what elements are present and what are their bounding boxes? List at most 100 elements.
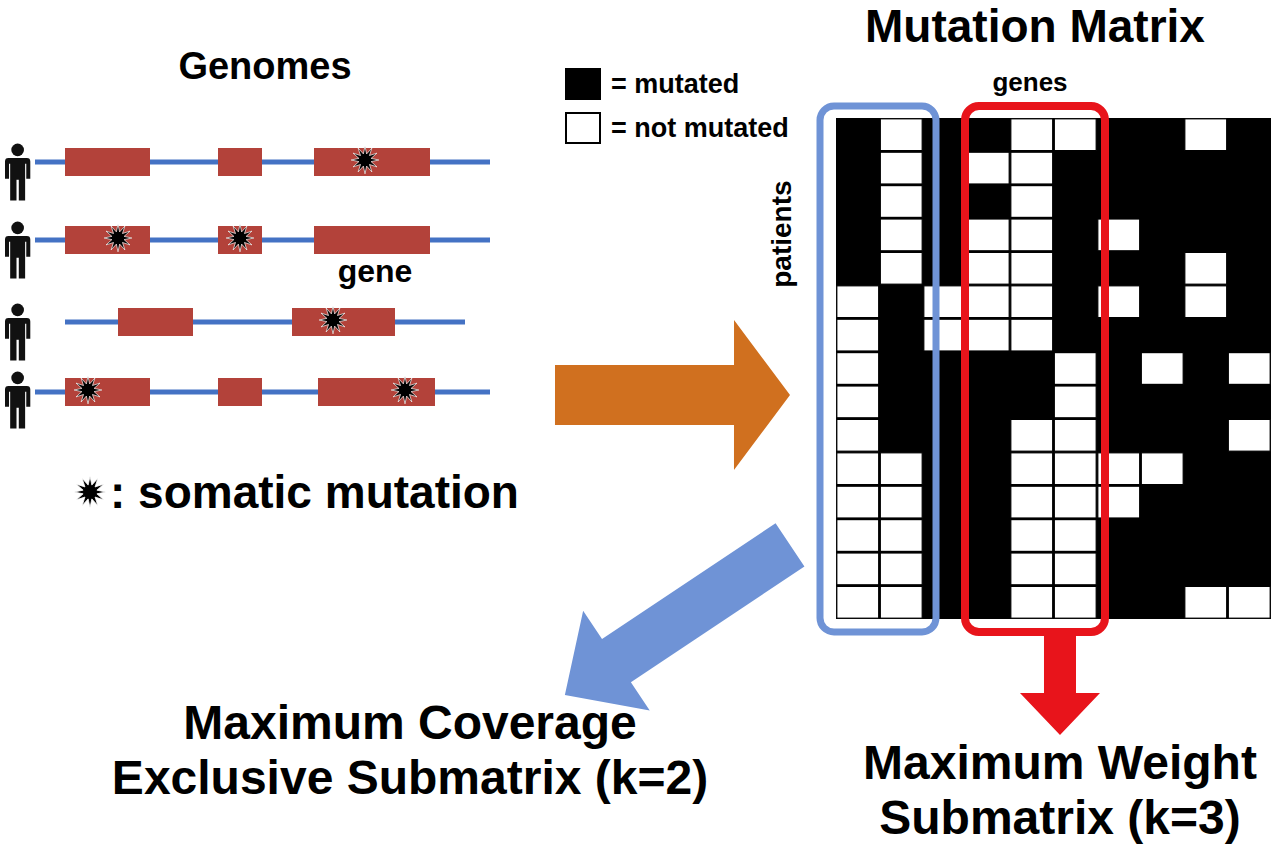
person-icon	[5, 304, 30, 361]
genomes-panel: Genomes	[0, 45, 555, 525]
block-arrow	[555, 320, 790, 470]
result-text: Maximum Coverage Exclusive Submatrix (k=…	[90, 695, 730, 805]
gene-box	[318, 378, 435, 406]
block-arrow	[1020, 632, 1100, 735]
matrix-cell	[967, 319, 1009, 351]
mutation-star	[74, 476, 105, 507]
matrix-cell	[1228, 586, 1270, 618]
matrix-cell	[1011, 119, 1053, 151]
matrix-cell	[837, 386, 879, 418]
gene-box	[292, 308, 395, 336]
matrix-cell	[924, 319, 966, 351]
legend-swatch	[565, 112, 601, 144]
matrix-cell	[880, 119, 922, 151]
matrix-cell	[1054, 353, 1096, 385]
panel-heading: Genomes	[0, 45, 530, 89]
matrix-cell	[1185, 119, 1227, 151]
gene-box	[65, 226, 150, 254]
mutation-star	[104, 224, 132, 252]
gene-box	[218, 378, 262, 406]
matrix-cell	[837, 353, 879, 385]
matrix-cell	[1011, 453, 1053, 485]
legend-item: = mutated	[565, 66, 739, 102]
legend-item: : somatic mutation	[70, 462, 519, 522]
matrix-cell	[880, 453, 922, 485]
matrix-cell	[967, 252, 1009, 284]
result-box: Maximum Coverage Exclusive Submatrix (k=…	[90, 695, 730, 810]
gene-box	[314, 226, 430, 254]
matrix-cell	[1011, 252, 1053, 284]
mutation-star	[74, 376, 102, 404]
matrix-cell	[837, 553, 879, 585]
result-box: Maximum Weight Submatrix (k=3)	[840, 735, 1280, 850]
mutation-matrix	[836, 118, 1271, 619]
matrix-cell	[1054, 586, 1096, 618]
matrix-cell	[880, 219, 922, 251]
gene-label: gene	[310, 253, 440, 290]
matrix-cell	[1011, 486, 1053, 518]
matrix-background	[836, 118, 1271, 619]
matrix-cell	[880, 252, 922, 284]
matrix-cell	[1228, 353, 1270, 385]
mutation-star	[319, 306, 347, 334]
legend-swatch	[565, 68, 601, 100]
mutation-star	[391, 376, 419, 404]
block-arrow	[565, 523, 805, 710]
gene-box	[118, 308, 193, 336]
matrix-cell	[1228, 419, 1270, 451]
matrix-cell	[880, 586, 922, 618]
legend-text: = not mutated	[611, 113, 789, 144]
matrix-cell	[1054, 419, 1096, 451]
matrix-cell	[1185, 252, 1227, 284]
matrix-cell	[1011, 219, 1053, 251]
legend-sample	[70, 472, 110, 512]
matrix-cell	[880, 486, 922, 518]
matrix-cell	[1185, 586, 1227, 618]
matrix-cell	[1011, 186, 1053, 218]
matrix-cell	[1054, 486, 1096, 518]
legend-text: = mutated	[611, 69, 739, 100]
mutation-star	[226, 224, 254, 252]
matrix-cell	[1011, 319, 1053, 351]
weight-submatrix-outline	[965, 106, 1105, 632]
matrix-cell	[967, 219, 1009, 251]
matrix-cell	[1011, 152, 1053, 184]
genome-row	[5, 304, 465, 361]
matrix-cell	[837, 586, 879, 618]
person-icon	[5, 222, 30, 279]
matrix-cell	[1141, 453, 1183, 485]
legend-item: = not mutated	[565, 110, 789, 146]
matrix-cell	[1054, 119, 1096, 151]
gene-box	[218, 148, 262, 176]
axis-label: patients	[766, 164, 798, 304]
matrix-cell	[837, 319, 879, 351]
legend-text: : somatic mutation	[110, 465, 519, 519]
matrix-cell	[1011, 553, 1053, 585]
matrix-cell	[1054, 386, 1096, 418]
matrix-cell	[837, 286, 879, 318]
matrix-cell	[1054, 553, 1096, 585]
gene-box	[65, 378, 150, 406]
panel-heading: Mutation Matrix	[790, 0, 1280, 53]
matrix-cell	[837, 520, 879, 552]
matrix-cell	[1054, 453, 1096, 485]
matrix-cell	[924, 286, 966, 318]
person-icon	[5, 144, 30, 201]
matrix-cell	[1011, 419, 1053, 451]
matrix-cell	[967, 286, 1009, 318]
exclusive-submatrix-outline	[820, 106, 936, 632]
matrix-cell	[967, 152, 1009, 184]
matrix-cell	[880, 152, 922, 184]
genome-row	[5, 372, 490, 429]
matrix-cell	[837, 486, 879, 518]
axis-label: genes	[960, 68, 1100, 98]
result-text: Maximum Weight Submatrix (k=3)	[840, 735, 1280, 845]
matrix-cell	[837, 419, 879, 451]
gene-box	[65, 148, 150, 176]
genome-row	[5, 222, 490, 279]
matrix-cell	[1011, 586, 1053, 618]
matrix-cell	[1011, 520, 1053, 552]
matrix-cell	[1141, 353, 1183, 385]
